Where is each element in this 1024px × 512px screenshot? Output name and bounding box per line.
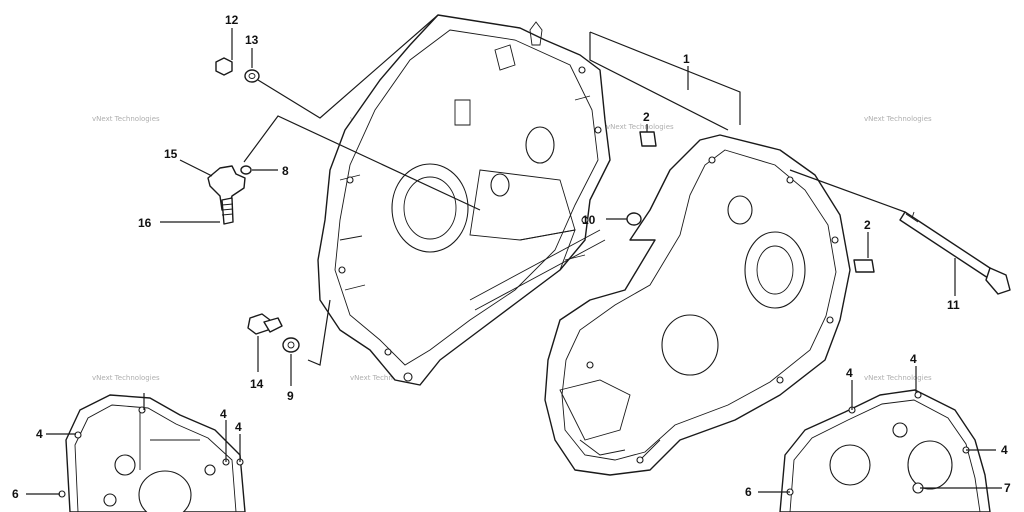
callout-4: 4: [220, 407, 227, 421]
watermark: vNext Technologies: [864, 115, 932, 123]
callout-4: 4: [235, 420, 242, 434]
watermark: vNext Technologies: [864, 374, 932, 382]
bottom-right-case-view: [779, 389, 991, 512]
callout-6: 6: [745, 485, 752, 499]
callout-4: 4: [1001, 443, 1008, 457]
callout-13: 13: [245, 33, 259, 47]
right-crankcase-half: [544, 134, 851, 476]
leader-lines: [26, 14, 1002, 495]
nut-part: [215, 57, 233, 76]
left-crankcase-half: [317, 14, 611, 386]
callout-7: 7: [1004, 481, 1011, 495]
callout-4: 4: [846, 366, 853, 380]
callout-11: 11: [947, 298, 960, 312]
callout-15: 15: [164, 147, 178, 161]
bottom-left-case-view: [58, 394, 246, 512]
sealing-washer-part: [282, 337, 300, 353]
callout-6: 6: [12, 487, 19, 501]
callout-2: 2: [864, 218, 871, 232]
callout-10: 10: [582, 213, 596, 227]
callout-14: 14: [250, 377, 264, 391]
watermark: vNext Technologies: [92, 115, 160, 123]
callout-4: 4: [36, 427, 43, 441]
o-ring-part: [626, 212, 642, 226]
callout-4: 4: [910, 352, 917, 366]
callout-2: 2: [643, 110, 650, 124]
callout-8: 8: [282, 164, 289, 178]
watermark: vNext Technologies: [92, 374, 160, 382]
o-ring-part: [240, 165, 252, 175]
callout-9: 9: [287, 389, 294, 403]
callout-12: 12: [225, 13, 239, 27]
watermark: vNext Technologies: [350, 374, 418, 382]
callout-1: 1: [683, 52, 690, 66]
small-parts: [207, 57, 1011, 353]
callout-labels: 1 2 2 4 4 4 4 4 4 6 6 7 8 9 10 11 12 13 …: [12, 13, 1011, 501]
watermark: vNext Technologies: [606, 123, 674, 131]
dowel-pin-part: [639, 131, 657, 147]
dowel-pin-part: [853, 259, 875, 273]
washer-part: [244, 69, 260, 83]
callout-16: 16: [138, 216, 152, 230]
long-bolt-part: [899, 211, 997, 281]
